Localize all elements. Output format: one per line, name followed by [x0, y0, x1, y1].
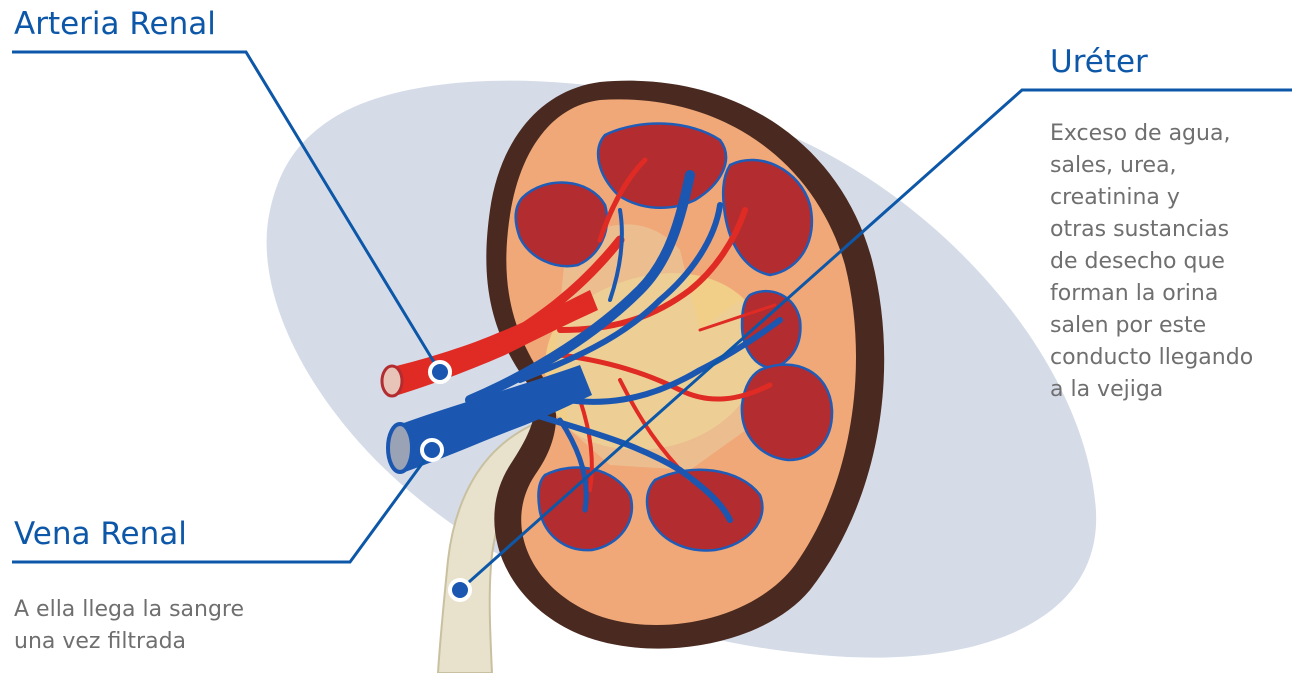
- description-line: creatinina y: [1050, 182, 1253, 214]
- description-line: de desecho que: [1050, 246, 1253, 278]
- label-vena-renal: Vena Renal: [14, 516, 187, 552]
- vena-renal-description: A ella llega la sangre una vez filtrada: [14, 594, 244, 658]
- description-line: sales, urea,: [1050, 150, 1253, 182]
- description-line: conducto llegando: [1050, 342, 1253, 374]
- marker-dot: [430, 362, 450, 382]
- description-line: una vez filtrada: [14, 626, 244, 658]
- label-arteria-renal: Arteria Renal: [14, 6, 216, 42]
- artery-opening: [382, 366, 402, 396]
- description-line: A ella llega la sangre: [14, 594, 244, 626]
- description-line: salen por este: [1050, 310, 1253, 342]
- label-ureter: Uréter: [1050, 44, 1148, 80]
- vein-opening: [388, 424, 412, 472]
- marker-dot: [450, 580, 470, 600]
- ureter-description: Exceso de agua, sales, urea, creatinina …: [1050, 118, 1253, 406]
- description-line: forman la orina: [1050, 278, 1253, 310]
- description-line: Exceso de agua,: [1050, 118, 1253, 150]
- pyramid: [742, 365, 832, 460]
- description-line: otras sustancias: [1050, 214, 1253, 246]
- description-line: a la vejiga: [1050, 374, 1253, 406]
- marker-dot: [422, 440, 442, 460]
